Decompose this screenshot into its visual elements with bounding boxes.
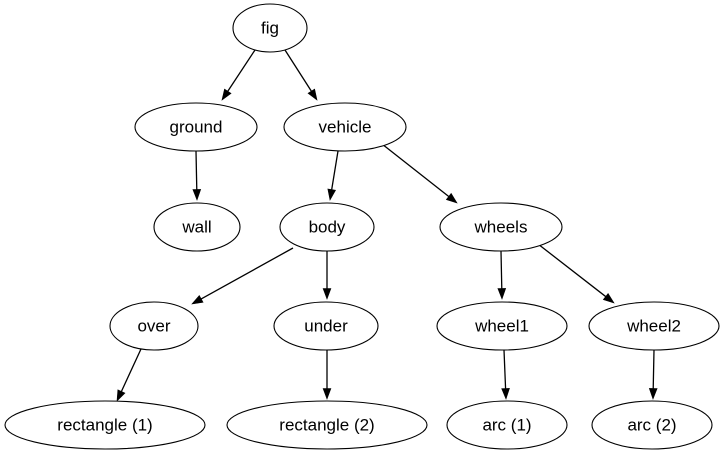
arrowhead-icon	[648, 388, 658, 400]
node-ellipse[interactable]	[588, 301, 720, 351]
edge-line	[195, 150, 198, 190]
node-ellipse[interactable]	[4, 400, 206, 450]
node-under[interactable]: under	[273, 301, 379, 351]
arrowhead-icon	[192, 189, 202, 201]
edge-line	[537, 243, 607, 298]
node-ellipse[interactable]	[153, 202, 241, 252]
edge-body-to-over	[191, 247, 294, 305]
edge-wheels-to-wheel2	[537, 243, 615, 304]
edge-wheel1-to-arc1	[501, 349, 510, 400]
node-ellipse[interactable]	[283, 102, 407, 152]
node-arc2[interactable]: arc (2)	[591, 400, 713, 450]
node-ellipse[interactable]	[436, 301, 568, 351]
edge-wheels-to-wheel1	[497, 250, 507, 300]
node-vehicle[interactable]: vehicle	[283, 102, 407, 152]
node-wheel2[interactable]: wheel2	[588, 301, 720, 351]
node-ellipse[interactable]	[134, 102, 258, 152]
edge-vehicle-to-body	[327, 150, 339, 201]
edge-wheel2-to-arc2	[648, 349, 658, 400]
edge-line	[652, 349, 655, 389]
arrowhead-icon	[327, 188, 337, 201]
node-ellipse[interactable]	[279, 202, 375, 252]
nodes-layer: fig ground vehicle wall body wheels over under w…	[4, 3, 720, 450]
edge-fig-to-ground	[221, 49, 256, 101]
node-ellipse[interactable]	[446, 400, 568, 450]
arrowhead-icon	[307, 88, 318, 101]
arrowhead-icon	[116, 389, 126, 402]
edge-over-to-rectangle1	[116, 348, 142, 402]
arrowhead-icon	[501, 388, 510, 400]
arrowhead-icon	[322, 388, 332, 400]
arrowhead-icon	[602, 292, 615, 304]
node-wheel1[interactable]: wheel1	[436, 301, 568, 351]
node-ellipse[interactable]	[439, 202, 563, 252]
edge-line	[500, 250, 503, 289]
node-over[interactable]: over	[109, 301, 199, 351]
edge-line	[503, 349, 507, 389]
edge-line	[227, 49, 256, 92]
edge-vehicle-to-wheels	[381, 143, 458, 204]
node-ellipse[interactable]	[109, 301, 199, 351]
node-ellipse[interactable]	[226, 400, 428, 450]
node-body[interactable]: body	[279, 202, 375, 252]
arrowhead-icon	[497, 288, 507, 300]
edge-fig-to-vehicle	[284, 49, 318, 101]
node-fig[interactable]: fig	[232, 3, 308, 53]
arrowhead-icon	[322, 288, 332, 300]
node-ellipse[interactable]	[273, 301, 379, 351]
edge-line	[120, 348, 142, 392]
edges-layer	[116, 49, 658, 402]
edge-line	[284, 49, 312, 92]
node-rectangle1[interactable]: rectangle (1)	[4, 400, 206, 450]
edge-under-to-rectangle2	[322, 350, 332, 400]
arrowhead-icon	[445, 192, 458, 204]
node-wheels[interactable]: wheels	[439, 202, 563, 252]
arrowhead-icon	[221, 88, 232, 101]
arrowhead-icon	[191, 294, 204, 305]
edge-ground-to-wall	[192, 150, 202, 201]
node-wall[interactable]: wall	[153, 202, 241, 252]
edge-body-to-under	[322, 251, 332, 300]
node-rectangle2[interactable]: rectangle (2)	[226, 400, 428, 450]
node-ellipse[interactable]	[232, 3, 308, 53]
node-ground[interactable]: ground	[134, 102, 258, 152]
node-ellipse[interactable]	[591, 400, 713, 450]
edge-line	[381, 143, 450, 198]
edge-line	[331, 150, 339, 190]
edge-line	[200, 247, 294, 300]
node-arc1[interactable]: arc (1)	[446, 400, 568, 450]
